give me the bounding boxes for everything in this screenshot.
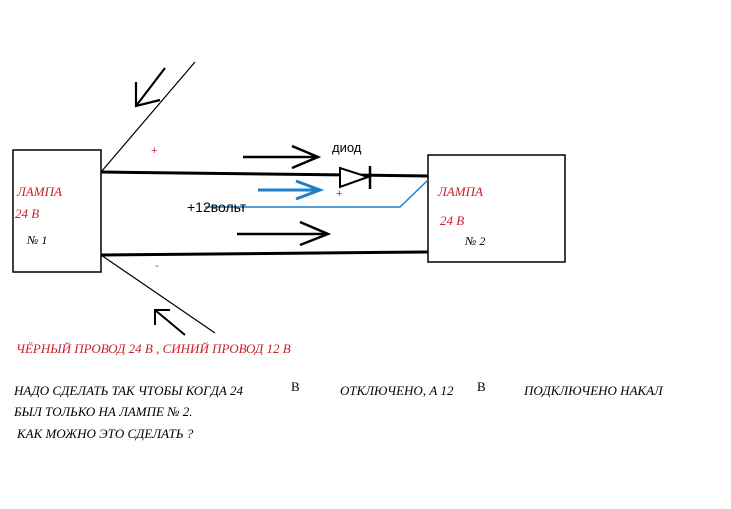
top-black-wire: [100, 170, 429, 178]
question-part: НАДО СДЕЛАТЬ ТАК ЧТОБЫ КОГДА 24: [14, 383, 244, 398]
question-line-3: КАК МОЖНО ЭТО СДЕЛАТЬ ?: [17, 426, 194, 441]
question-line-2: БЫЛ ТОЛЬКО НА ЛАМПЕ № 2.: [14, 404, 193, 419]
lamp-2-voltage: 24 В: [440, 213, 465, 228]
lamp-1-title: ЛАМПА: [17, 184, 62, 199]
arrow-up-left-icon: [154, 309, 186, 336]
question-part: В: [291, 379, 300, 394]
plus-label: +: [151, 145, 158, 157]
question-part: ОТКЛЮЧЕНО, А 12: [340, 383, 454, 398]
arrow-right-icon: [243, 144, 322, 170]
bottom-black-wire: [100, 250, 429, 257]
diode-icon: [339, 166, 372, 189]
minus-label: -: [155, 260, 159, 272]
diode-label: диод: [332, 140, 362, 155]
blue-wire-label: +12вольт: [187, 199, 247, 215]
arrow-right-icon: [237, 220, 332, 247]
arrow-down-left-icon: [134, 67, 166, 108]
top-diagonal-line: [100, 61, 196, 173]
blue-wire: [205, 179, 429, 208]
lamp-1-voltage: 24 В: [15, 206, 40, 221]
lamp-2-number: № 2: [465, 234, 486, 248]
lamp-2-title: ЛАМПА: [438, 184, 483, 199]
bottom-diagonal-line: [100, 254, 216, 334]
lamp-2-box: [427, 154, 566, 263]
blue-arrow-right-icon: [258, 179, 325, 201]
wire-legend: ЧЁРНЫЙ ПРОВОД 24 В , СИНИЙ ПРОВОД 12 В: [16, 341, 291, 356]
question-part: ПОДКЛЮЧЕНО НАКАЛ: [524, 383, 663, 398]
lamp-1-box: [12, 149, 102, 273]
question-part: В: [477, 379, 486, 394]
diode-plus-label: +: [336, 188, 343, 200]
lamp-1-number: № 1: [27, 233, 48, 247]
